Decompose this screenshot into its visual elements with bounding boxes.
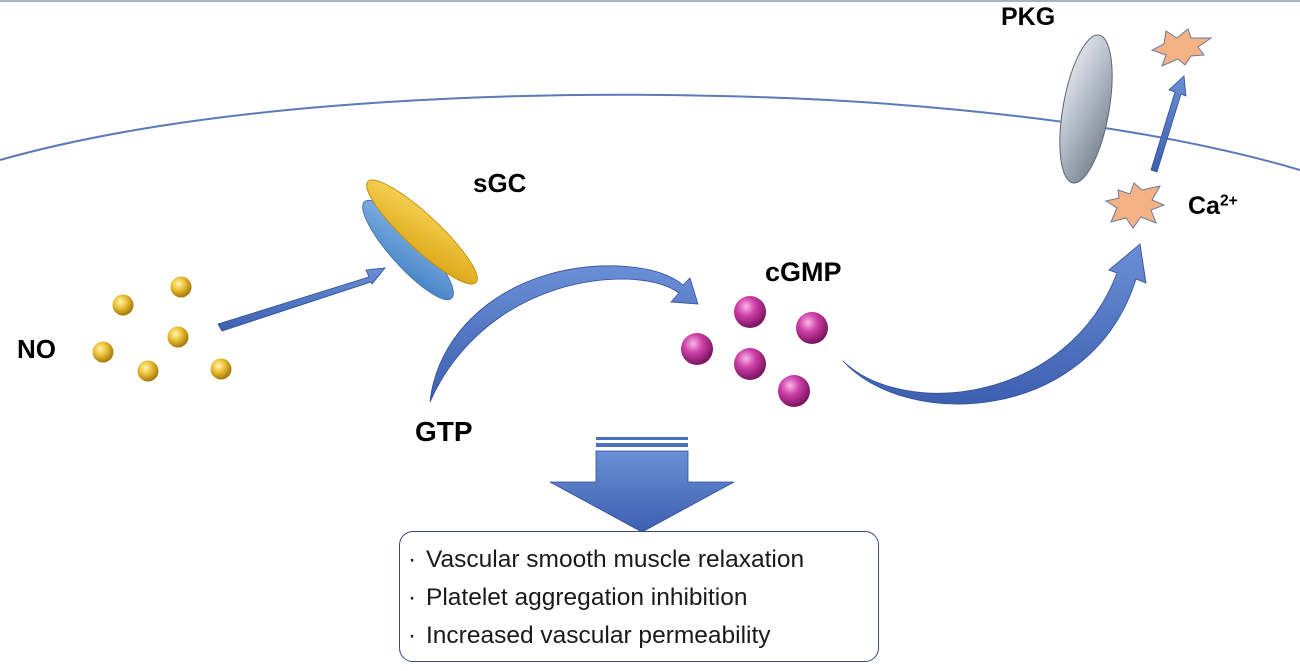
pkg-channel bbox=[1059, 34, 1113, 184]
calcium-label-text: Ca bbox=[1188, 192, 1220, 220]
effect-item: · Vascular smooth muscle relaxation bbox=[408, 541, 878, 579]
cgmp-molecule bbox=[734, 348, 766, 380]
no-molecule bbox=[137, 360, 159, 382]
cgmp-to-ca-arrow bbox=[842, 243, 1147, 405]
no-molecule bbox=[167, 326, 189, 348]
pkg-label: PKG bbox=[1001, 3, 1056, 31]
cgmp-molecule bbox=[778, 375, 810, 407]
bullet-icon: · bbox=[408, 584, 417, 611]
sgc-label: sGC bbox=[473, 168, 527, 198]
cgmp-label: cGMP bbox=[765, 257, 842, 287]
effect-text: Increased vascular permeability bbox=[426, 622, 771, 649]
cgmp-molecule bbox=[796, 312, 828, 344]
gtp-to-cgmp-arrow bbox=[429, 265, 699, 403]
effects-box: · Vascular smooth muscle relaxation · Plat… bbox=[399, 531, 879, 662]
effect-text: Platelet aggregation inhibition bbox=[426, 584, 748, 611]
cgmp-molecule bbox=[681, 333, 713, 365]
effect-item: · Increased vascular permeability bbox=[408, 617, 878, 655]
bullet-icon: · bbox=[408, 546, 417, 573]
sgc-yellow-subunit bbox=[366, 179, 478, 285]
cell-membrane bbox=[0, 93, 1300, 171]
no-molecule bbox=[112, 294, 134, 316]
calcium-label: Ca2+ bbox=[1188, 192, 1238, 220]
no-to-sgc-arrow bbox=[217, 267, 386, 332]
calcium-ion bbox=[1104, 182, 1166, 229]
ca-efflux-arrow bbox=[1150, 75, 1187, 173]
cgmp-molecule bbox=[734, 296, 766, 328]
gtp-label: GTP bbox=[415, 416, 473, 447]
no-molecule bbox=[170, 276, 192, 298]
bullet-icon: · bbox=[408, 622, 417, 649]
no-molecule bbox=[92, 341, 114, 363]
effect-text: Vascular smooth muscle relaxation bbox=[426, 546, 805, 573]
sgc-enzyme bbox=[362, 179, 478, 301]
no-label: NO bbox=[17, 334, 56, 364]
no-molecule bbox=[210, 358, 232, 380]
calcium-ion bbox=[1150, 28, 1213, 67]
no-molecules bbox=[92, 276, 232, 382]
effect-item: · Platelet aggregation inhibition bbox=[408, 579, 878, 617]
effects-down-arrow bbox=[549, 437, 735, 533]
calcium-charge-superscript: 2+ bbox=[1219, 192, 1238, 210]
cgmp-molecules bbox=[681, 296, 828, 407]
